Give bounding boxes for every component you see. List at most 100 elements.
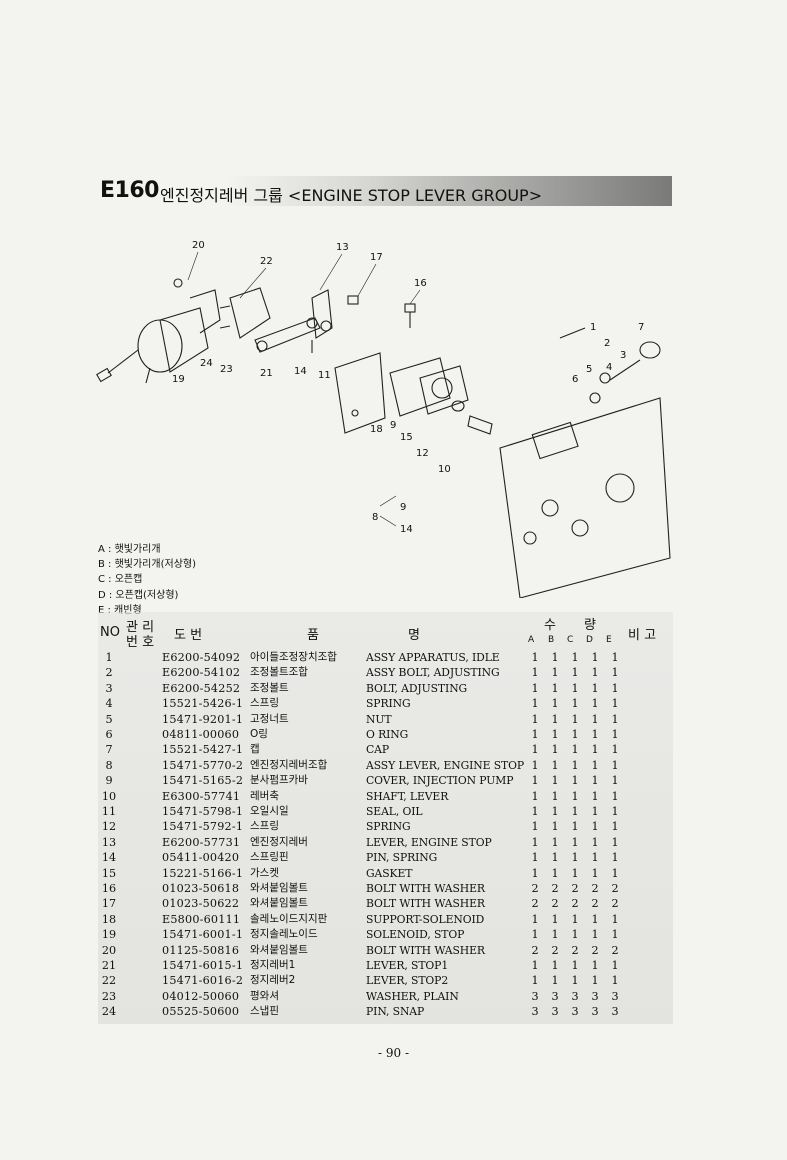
part-number: E5800-60111 [162, 912, 241, 926]
legend-item-d: D : 오픈캡(저상형) [98, 589, 179, 601]
callout-3: 3 [620, 350, 626, 361]
qty-a: 1 [531, 866, 539, 880]
korean-name: 정지솔레노이드 [250, 928, 318, 941]
callout-5: 5 [586, 364, 592, 375]
lever-stop2 [229, 287, 271, 339]
header-mgmt-bottom: 번 호 [126, 635, 155, 650]
qty-c: 1 [571, 959, 579, 972]
qty-b: 1 [551, 866, 559, 880]
callout-19: 19 [172, 374, 185, 385]
qty-d: 1 [591, 697, 599, 711]
korean-name: 아이들조정장치조합 [250, 651, 337, 663]
header-name-left: 품 [307, 628, 319, 643]
callout-14: 14 [294, 366, 307, 377]
qty-a: 1 [531, 851, 539, 865]
qty-a: 1 [531, 974, 539, 988]
english-name: SPRING [366, 697, 411, 711]
callout-16: 16 [414, 278, 427, 289]
header-drawing-no: 도 번 [174, 628, 203, 643]
english-name: BOLT WITH WASHER [366, 897, 485, 911]
model-legend: A : 햇빛가리개 B : 햇빛가리개(저상형) C : 오픈캡 D : 오픈캡… [98, 542, 196, 618]
english-name: O RING [366, 728, 409, 741]
lever-pivot [256, 340, 268, 352]
bolt-16 [404, 303, 416, 313]
qty-b: 1 [551, 666, 559, 680]
qty-a: 1 [531, 805, 539, 818]
block-hole-1 [541, 499, 559, 517]
part-number: 15471-5165-2 [162, 774, 244, 788]
korean-name: 레버축 [250, 789, 279, 802]
english-name: GASKET [366, 866, 413, 880]
part-number: E6300-57741 [162, 789, 241, 803]
qty-a: 1 [531, 959, 539, 972]
section-title: 엔진정지레버 그룹 <ENGINE STOP LEVER GROUP> [160, 186, 543, 205]
solenoid-bracket [189, 289, 221, 334]
korean-name: 분사펌프카바 [250, 774, 308, 787]
qty-e: 1 [611, 712, 619, 726]
qty-d: 1 [591, 805, 599, 818]
english-name: SEAL, OIL [366, 805, 423, 818]
callout-13: 13 [336, 242, 349, 253]
section-code: E160 [100, 178, 159, 203]
header-qty-e: E [606, 635, 612, 645]
item-number: 7 [105, 743, 113, 757]
korean-name: 정지레버2 [250, 974, 296, 987]
qty-b: 1 [551, 959, 559, 972]
bolt-17 [347, 295, 359, 305]
part-number: E6200-57731 [162, 835, 241, 849]
part-number: 01023-50618 [162, 882, 240, 895]
qty-c: 1 [571, 666, 579, 680]
item-number: 24 [101, 1005, 117, 1019]
part-number: 15471-6001-1 [162, 928, 244, 942]
korean-name: 스프링 [250, 697, 279, 710]
english-name: BOLT WITH WASHER [366, 943, 485, 957]
qty-d: 1 [591, 866, 599, 880]
english-name: CAP [366, 743, 390, 757]
block-hole-3 [523, 531, 537, 545]
callout-21: 21 [260, 368, 273, 379]
english-name: BOLT WITH WASHER [366, 882, 485, 895]
item-number: 18 [101, 912, 117, 926]
plate-hole [351, 409, 359, 417]
item-number: 12 [101, 820, 117, 834]
qty-d: 1 [591, 758, 599, 772]
qty-e: 1 [611, 651, 619, 664]
qty-c: 2 [571, 897, 579, 911]
part-number: 15471-6015-1 [162, 959, 244, 972]
qty-a: 1 [531, 728, 539, 741]
engine-stop-lever [311, 289, 333, 339]
qty-b: 1 [551, 820, 559, 834]
spring-12 [451, 400, 465, 412]
english-name: PIN, SNAP [366, 1005, 425, 1019]
solenoid-body [137, 319, 183, 373]
callout-1: 1 [590, 322, 596, 333]
item-number: 6 [105, 728, 113, 741]
english-name: ASSY BOLT, ADJUSTING [366, 666, 500, 680]
qty-e: 1 [611, 789, 619, 803]
qty-b: 1 [551, 697, 559, 711]
qty-d: 1 [591, 774, 599, 788]
qty-c: 1 [571, 774, 579, 788]
callout-22: 22 [260, 256, 273, 267]
qty-a: 2 [531, 882, 539, 895]
part-number: 15521-5426-1 [162, 697, 244, 711]
qty-e: 1 [611, 866, 619, 880]
header-qty-c: C [567, 635, 574, 645]
part-number: 05411-00420 [162, 851, 240, 865]
callout-11: 11 [318, 370, 331, 381]
lever-pivot-2 [306, 317, 318, 329]
qty-a: 1 [531, 758, 539, 772]
qty-d: 1 [591, 851, 599, 865]
korean-name: 오일시일 [250, 805, 289, 817]
qty-b: 1 [551, 974, 559, 988]
qty-e: 2 [611, 943, 619, 957]
qty-c: 1 [571, 712, 579, 726]
